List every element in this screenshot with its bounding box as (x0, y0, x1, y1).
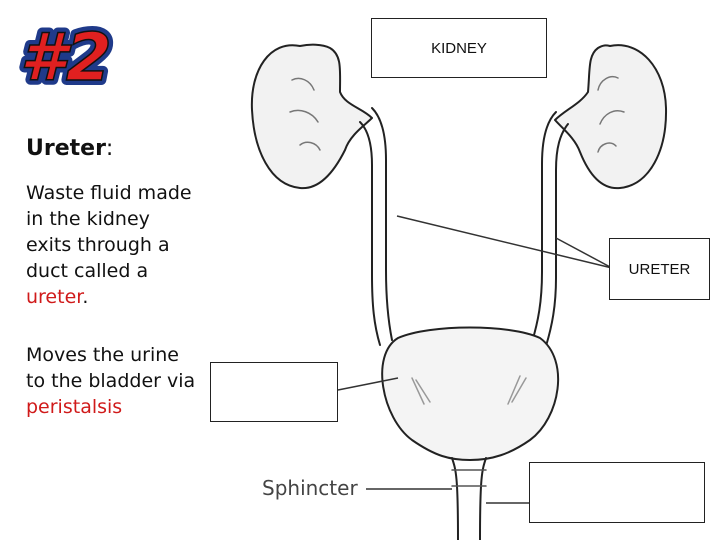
ureter-label: URETER (629, 261, 691, 278)
ureter-leader-left (397, 216, 612, 268)
left-ureter (372, 108, 392, 340)
ureter-leader-right (556, 238, 612, 268)
bladder-label-box (210, 362, 338, 422)
ureter-label-box: URETER (609, 238, 710, 300)
right-ureter (532, 112, 556, 342)
bladder (382, 328, 558, 461)
left-kidney (252, 45, 372, 188)
urethra-label-box (529, 462, 705, 523)
sphincter-label: Sphincter (262, 476, 358, 500)
kidney-label-box: KIDNEY (371, 18, 547, 78)
right-kidney (555, 45, 666, 188)
kidney-label: KIDNEY (431, 40, 487, 57)
